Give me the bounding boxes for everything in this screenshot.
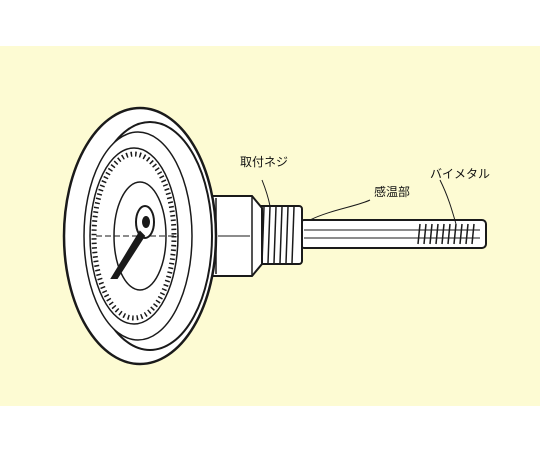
leader-sensing-part: [309, 199, 371, 221]
leader-bimetal: [439, 179, 457, 225]
hex-nut: [209, 195, 263, 277]
dial-pointer: [110, 205, 155, 279]
leader-mounting-thread: [261, 179, 271, 207]
leader-lines: [261, 179, 457, 225]
bimetal-coil: [417, 223, 475, 245]
label-bimetal: バイメタル: [430, 167, 490, 181]
mounting-thread: [257, 205, 303, 265]
label-mounting-thread: 取付ネジ: [240, 155, 288, 169]
label-sensing-part: 感温部: [374, 184, 410, 199]
dial-face: [89, 147, 179, 325]
thermometer-illustration: 取付ネジ 感温部 バイメタル: [0, 46, 540, 406]
diagram-panel: 取付ネジ 感温部 バイメタル: [0, 46, 540, 406]
sensing-rod: [299, 219, 487, 249]
